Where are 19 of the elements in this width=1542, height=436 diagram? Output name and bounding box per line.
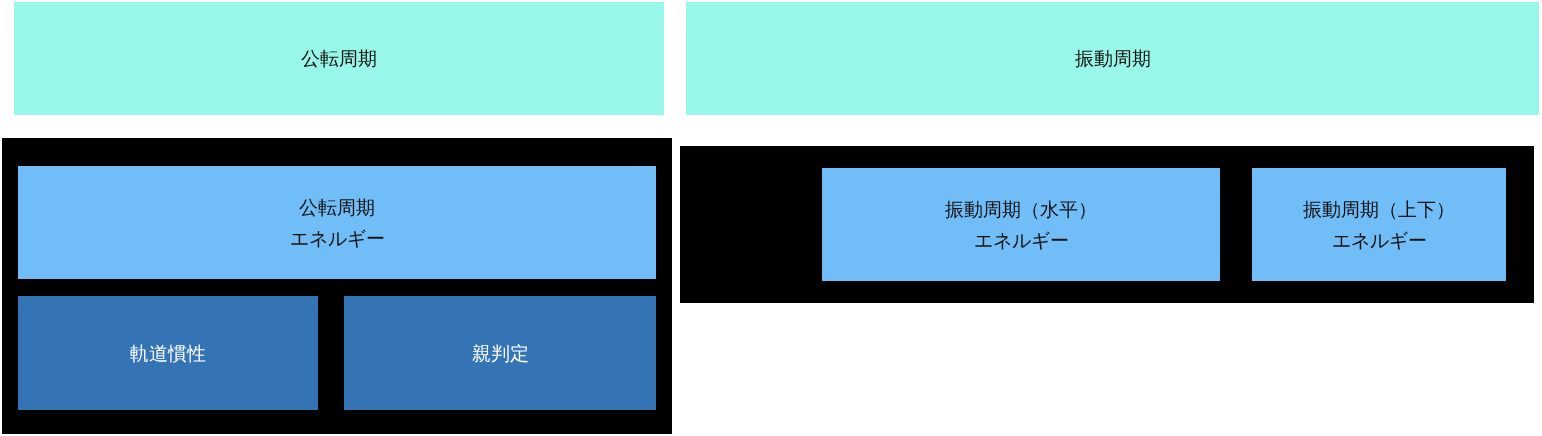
box-label: 振動周期（上下）: [1303, 197, 1455, 223]
energy-box: [1252, 168, 1506, 281]
process-box: [344, 296, 656, 410]
box-label: 振動周期（水平）: [945, 197, 1097, 223]
box-sublabel: エネルギー: [289, 225, 385, 251]
group-frame: [680, 146, 1534, 303]
box-label: 公転周期: [301, 46, 377, 72]
box-label: 親判定: [471, 340, 529, 366]
title-box: [686, 2, 1539, 115]
box-sublabel: エネルギー: [1331, 227, 1427, 253]
process-box: [18, 296, 318, 410]
box-sublabel: エネルギー: [973, 227, 1069, 253]
title-box: [14, 2, 664, 115]
group-frame: [2, 138, 672, 434]
energy-box: [18, 166, 656, 279]
box-label: 軌道慣性: [130, 340, 206, 366]
box-label: 振動周期: [1074, 46, 1151, 72]
energy-box: [822, 168, 1220, 281]
box-label: 公転周期: [299, 195, 375, 221]
